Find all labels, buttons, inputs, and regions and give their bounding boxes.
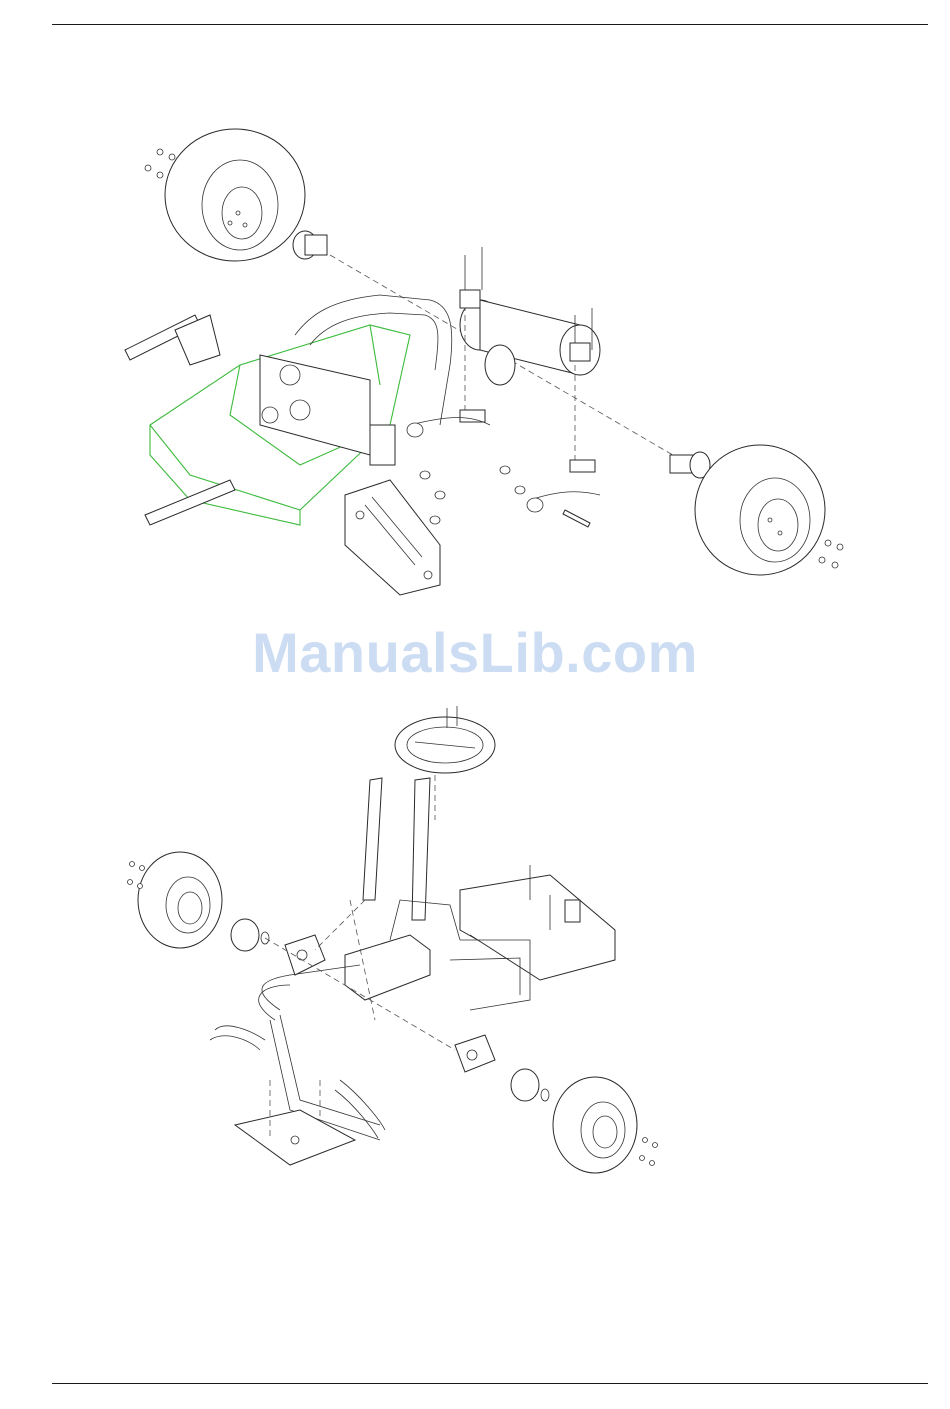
steering-wheel — [395, 706, 495, 773]
footer-rule — [52, 1383, 928, 1384]
steering-knuckle-right — [455, 1035, 495, 1072]
washers — [420, 466, 525, 524]
lug-nuts-front-left — [128, 862, 145, 889]
steering-column — [363, 775, 435, 920]
wheel-bottom-right — [695, 445, 825, 575]
hub-top-left — [293, 231, 327, 259]
front-nose-plate — [235, 1110, 355, 1165]
lug-nuts-front-right — [640, 1138, 658, 1166]
chassis-tube-frame — [260, 295, 452, 465]
steering-knuckle-left — [285, 935, 325, 975]
wheel-front-left — [138, 852, 222, 948]
header-rule — [52, 24, 928, 25]
shock-absorber-assembly — [345, 480, 440, 595]
long-bolt — [563, 510, 590, 527]
wheel-top-left — [165, 129, 305, 261]
hub-front-left — [231, 919, 269, 951]
hub-front-right — [511, 1069, 549, 1101]
rear-axle-bars — [125, 315, 235, 525]
seat-plate — [460, 865, 615, 980]
manualslib-watermark: ManualsLib.com — [0, 620, 950, 685]
lug-nuts-bottom-right — [819, 540, 843, 568]
wheel-front-right — [553, 1077, 637, 1173]
front-chassis-steering-exploded-drawing — [110, 700, 670, 1180]
hub-bottom-right — [670, 452, 710, 478]
rear-chassis-exploded-drawing — [110, 125, 870, 605]
